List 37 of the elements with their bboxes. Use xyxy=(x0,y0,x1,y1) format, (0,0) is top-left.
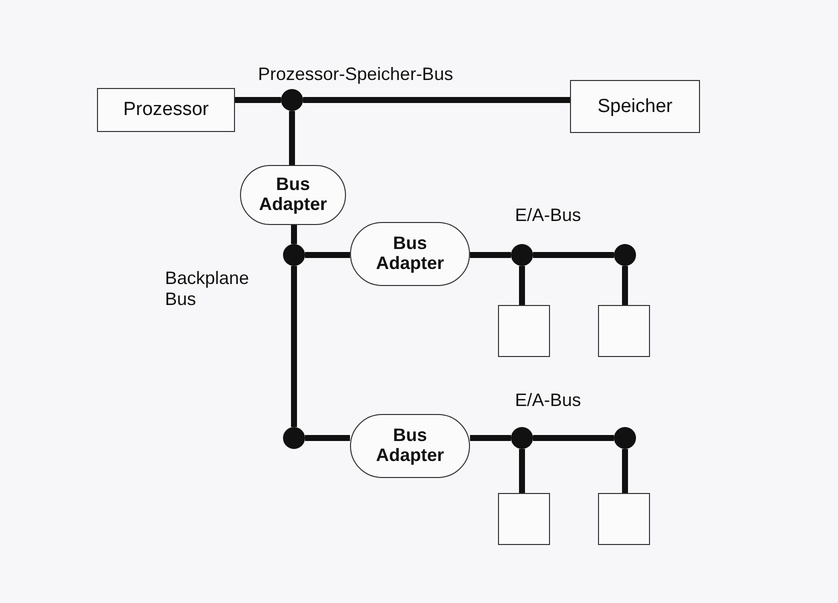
bus-line xyxy=(305,252,350,258)
node-text: Bus Adapter xyxy=(258,175,328,215)
bus-label: E/A-Bus xyxy=(515,205,582,226)
node-text: Speicher xyxy=(598,96,672,118)
bus-line xyxy=(533,435,614,441)
bus-line xyxy=(533,252,614,258)
junction-dot xyxy=(281,89,303,111)
bus-line xyxy=(305,435,350,441)
junction-dot xyxy=(511,244,533,266)
component-box xyxy=(97,88,235,132)
bus-label: Prozessor-Speicher-Bus xyxy=(258,64,454,85)
bus-line xyxy=(291,266,297,427)
bus-line xyxy=(470,252,511,258)
bus-line xyxy=(622,266,628,305)
junction-dot xyxy=(511,427,533,449)
device-box xyxy=(598,493,650,545)
bus-line xyxy=(519,449,525,493)
node-text: Bus Adapter xyxy=(374,234,445,274)
junction-dot xyxy=(614,244,636,266)
junction-dot xyxy=(283,427,305,449)
device-box xyxy=(498,493,550,545)
node-text: Prozessor xyxy=(123,99,209,121)
device-box xyxy=(498,305,550,357)
bus-line xyxy=(622,449,628,493)
bus-line xyxy=(303,97,570,103)
bus-line xyxy=(289,111,295,165)
bus-line xyxy=(235,97,281,103)
node-text: Bus Adapter xyxy=(374,426,445,466)
bus-label: Backplane Bus xyxy=(165,268,250,310)
device-box xyxy=(598,305,650,357)
component-box xyxy=(570,80,700,133)
junction-dot xyxy=(614,427,636,449)
bus-label: E/A-Bus xyxy=(515,390,582,411)
junction-dot xyxy=(283,244,305,266)
bus-line xyxy=(470,435,511,441)
bus-line xyxy=(519,266,525,305)
bus-line xyxy=(291,225,297,244)
